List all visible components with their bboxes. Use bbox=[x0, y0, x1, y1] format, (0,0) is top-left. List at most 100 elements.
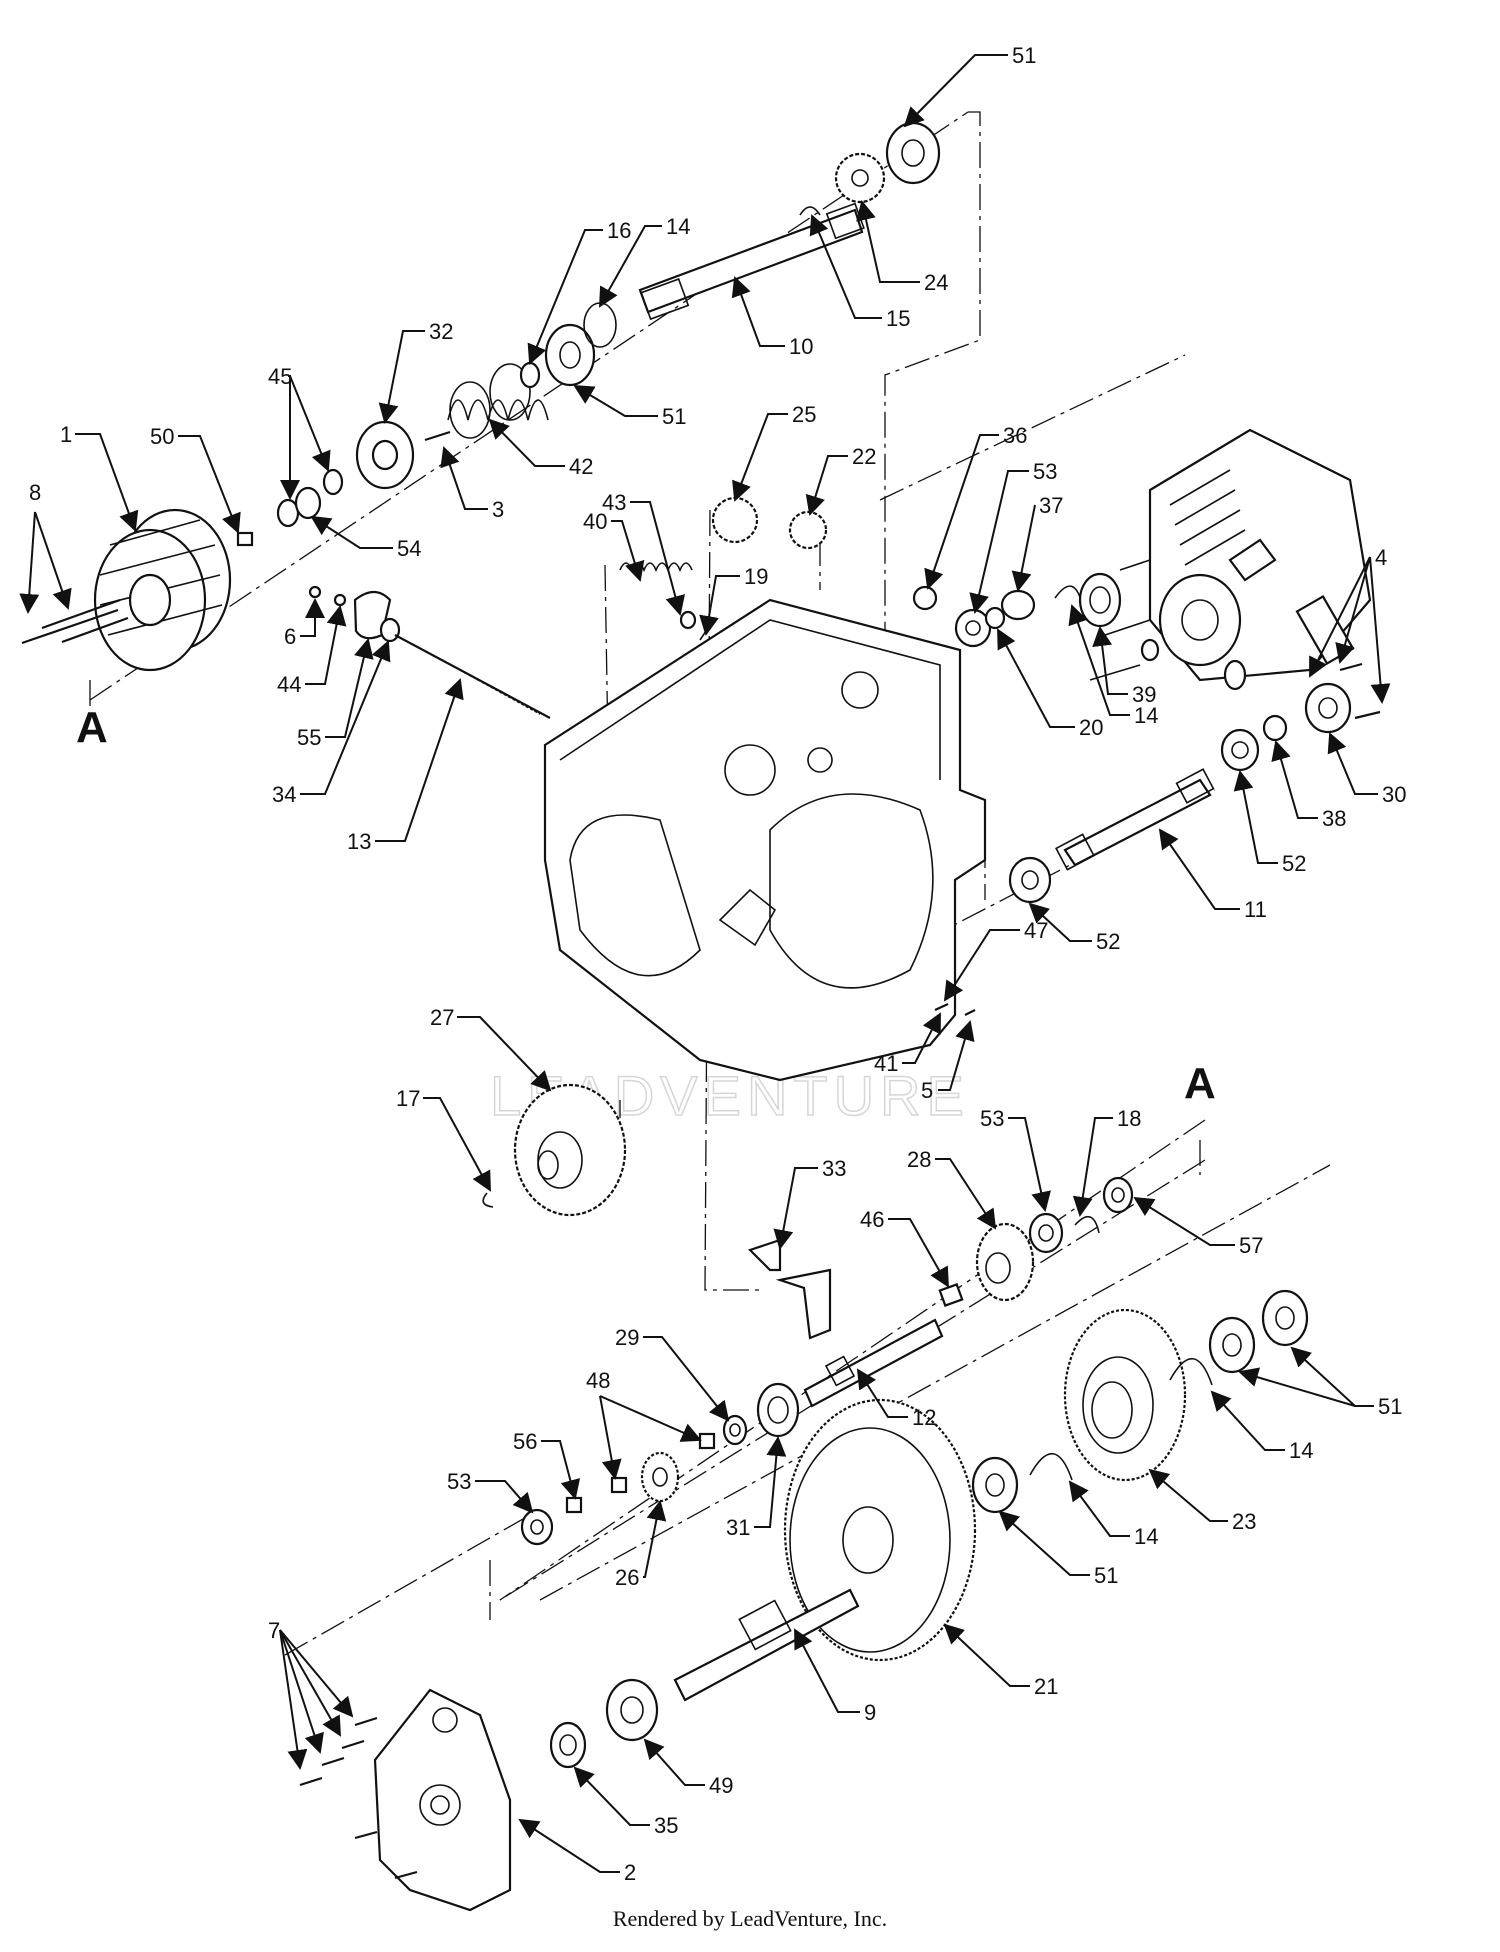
callout: 11 bbox=[1244, 897, 1267, 922]
screw-3 bbox=[424, 430, 451, 442]
washer-38 bbox=[1262, 714, 1288, 742]
section-mark-a-right: A bbox=[1184, 1059, 1216, 1108]
washer-44 bbox=[333, 593, 347, 607]
callout: 42 bbox=[569, 454, 593, 479]
pin-50 bbox=[236, 531, 254, 547]
washer-34 bbox=[379, 617, 401, 643]
section-mark-a-left: A bbox=[76, 703, 108, 752]
callout: 38 bbox=[1322, 806, 1346, 831]
ring-14-upper bbox=[583, 302, 617, 348]
bearing-52-left bbox=[1008, 856, 1052, 904]
callout: 14 bbox=[1134, 703, 1158, 728]
callout: 19 bbox=[744, 564, 768, 589]
spacer-57 bbox=[1102, 1176, 1134, 1214]
callout: 55 bbox=[297, 725, 321, 750]
callout: 3 bbox=[492, 497, 504, 522]
callout: 5 bbox=[921, 1078, 933, 1103]
washer-36 bbox=[912, 585, 938, 611]
sprocket-24 bbox=[834, 152, 886, 204]
callout: 16 bbox=[607, 218, 631, 243]
callout: 50 bbox=[150, 424, 174, 449]
callout: 26 bbox=[615, 1565, 639, 1590]
callout: 49 bbox=[709, 1773, 733, 1798]
callout: 10 bbox=[789, 334, 813, 359]
shaft-9 bbox=[673, 1588, 860, 1702]
callout: 14 bbox=[1289, 1438, 1313, 1463]
callout: 15 bbox=[886, 306, 910, 331]
callout: 56 bbox=[513, 1429, 537, 1454]
bearing-53-lower bbox=[520, 1508, 554, 1546]
flange-32 bbox=[355, 420, 415, 490]
sprocket-25 bbox=[711, 496, 759, 544]
callout: 40 bbox=[583, 509, 607, 534]
parts bbox=[21, 121, 1381, 1912]
callout: 13 bbox=[347, 829, 371, 854]
cover-2 bbox=[373, 1688, 512, 1912]
bolt-4b bbox=[1354, 710, 1381, 720]
callout: 47 bbox=[1024, 918, 1048, 943]
callout: 39 bbox=[1132, 682, 1156, 707]
callout: 51 bbox=[662, 404, 686, 429]
callout: 7 bbox=[268, 1618, 280, 1643]
bearing-51-d bbox=[1261, 1289, 1309, 1347]
shaft-12 bbox=[803, 1318, 944, 1408]
callout: 33 bbox=[822, 1156, 846, 1181]
bearing-53-upper bbox=[954, 608, 992, 648]
callout: 21 bbox=[1034, 1674, 1058, 1699]
ring-18 bbox=[1074, 1215, 1100, 1234]
leader-lines bbox=[19, 54, 1391, 1873]
callout: 44 bbox=[277, 672, 301, 697]
bushing-46 bbox=[938, 1282, 964, 1308]
callout: 36 bbox=[1003, 423, 1027, 448]
footer-credit: Rendered by LeadVenture, Inc. bbox=[612, 1906, 888, 1931]
callout: 6 bbox=[284, 624, 296, 649]
callout: 51 bbox=[1012, 43, 1036, 68]
callout: 46 bbox=[860, 1207, 884, 1232]
bushing-48a bbox=[698, 1432, 716, 1450]
gear-28 bbox=[975, 1222, 1035, 1302]
transaxle-housing bbox=[543, 598, 987, 1082]
bushing-48b bbox=[610, 1476, 628, 1494]
spring-40 bbox=[619, 562, 693, 573]
bolts-7 bbox=[299, 1716, 418, 1880]
callout: 22 bbox=[852, 444, 876, 469]
callout: 14 bbox=[666, 214, 690, 239]
pin-41 bbox=[934, 1003, 949, 1011]
clip-15 bbox=[799, 206, 821, 216]
callout: 57 bbox=[1239, 1233, 1263, 1258]
bearing-52-right bbox=[1220, 728, 1260, 772]
shaft-11 bbox=[1055, 768, 1215, 871]
callout: 25 bbox=[792, 402, 816, 427]
callout: 48 bbox=[586, 1368, 610, 1393]
gear-27 bbox=[513, 1083, 627, 1217]
shift-fork-33 bbox=[747, 1238, 832, 1340]
callout: 9 bbox=[864, 1700, 876, 1725]
callout: 52 bbox=[1096, 929, 1120, 954]
callout: 52 bbox=[1282, 851, 1306, 876]
ring-14-d bbox=[1029, 1452, 1073, 1481]
shift-rod-13 bbox=[394, 634, 551, 719]
callout: 20 bbox=[1079, 715, 1103, 740]
hub-gear-part bbox=[93, 508, 232, 672]
gear-26 bbox=[640, 1451, 680, 1503]
screw-6 bbox=[308, 585, 322, 599]
callout: 53 bbox=[980, 1106, 1004, 1131]
ring-14-mid bbox=[1054, 585, 1084, 609]
bearing-51-top bbox=[885, 121, 941, 185]
callout: 35 bbox=[654, 1813, 678, 1838]
callout: 37 bbox=[1039, 493, 1063, 518]
gear-23 bbox=[1063, 1308, 1187, 1482]
hydraulic-pump-assembly bbox=[1089, 428, 1372, 691]
callout: 45 bbox=[268, 364, 292, 389]
callout: 1 bbox=[60, 422, 72, 447]
callout: 30 bbox=[1382, 782, 1406, 807]
bearing-29 bbox=[722, 1414, 748, 1446]
clip-17 bbox=[482, 1192, 494, 1208]
seal-39 bbox=[1078, 572, 1122, 628]
callout: 8 bbox=[29, 480, 41, 505]
callout-labels: 51 16 14 24 15 10 32 45 51 42 3 50 1 54 … bbox=[29, 43, 1406, 1885]
callout: 2 bbox=[624, 1860, 636, 1885]
plate-30 bbox=[1304, 682, 1352, 734]
callout: 4 bbox=[1375, 545, 1387, 570]
callout: 23 bbox=[1232, 1509, 1256, 1534]
